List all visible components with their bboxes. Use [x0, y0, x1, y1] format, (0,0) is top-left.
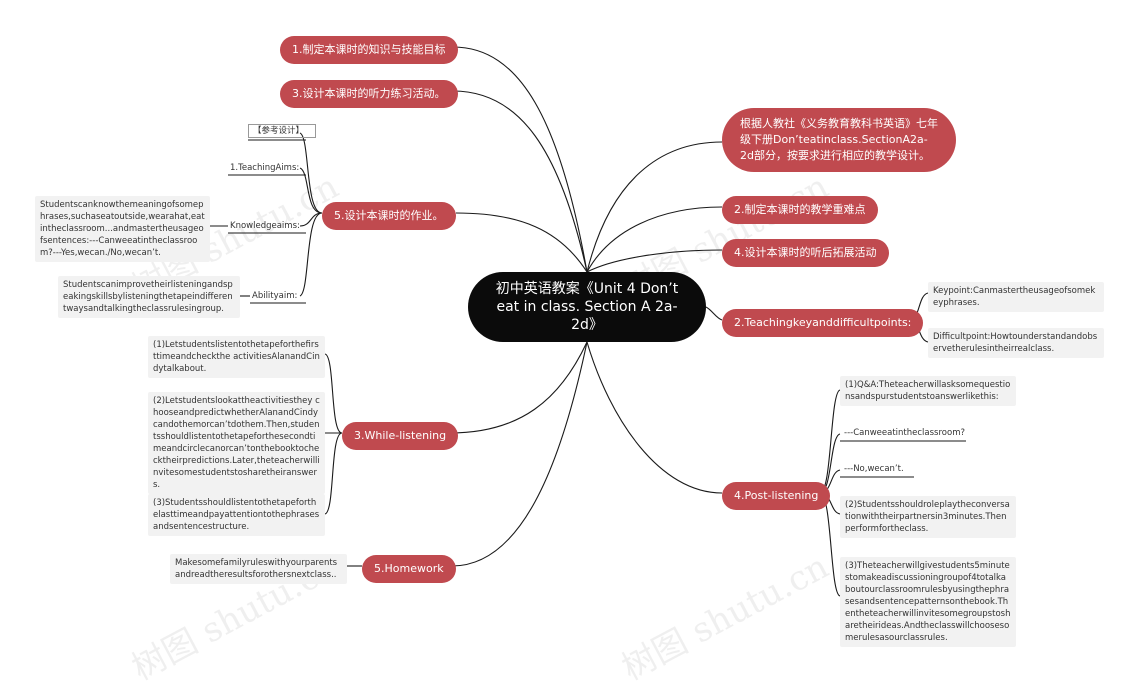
link: [299, 167, 323, 214]
link: [586, 249, 723, 273]
post-listening-item-3: ---No,wecan’t.: [844, 464, 904, 474]
link: [586, 206, 723, 273]
link: [819, 492, 841, 597]
knowledge-aims-text: Studentscanknowthemeaningofsomephrases,s…: [35, 196, 210, 262]
link: [451, 341, 588, 567]
link: [299, 132, 323, 214]
reference-design-label: 【参考设计】: [248, 124, 316, 138]
while-listening-item-3: (3)Studentsshouldlistentothetapeforthela…: [148, 494, 325, 536]
branch-key-difficulties[interactable]: 2.制定本课时的教学重难点: [722, 196, 878, 224]
link: [452, 90, 588, 273]
branch-goal-1[interactable]: 1.制定本课时的知识与技能目标: [280, 36, 458, 64]
link: [586, 141, 723, 273]
branch-homework[interactable]: 5.Homework: [362, 555, 456, 583]
homework-text: Makesomefamilyruleswithyourparentsandrea…: [170, 554, 347, 584]
while-listening-item-1: (1)Letstudentslistentothetapeforthefirst…: [148, 336, 325, 378]
connector-lines: [210, 46, 966, 597]
post-listening-item-5: (3)Theteacherwillgivestudents5minutestom…: [840, 557, 1016, 647]
central-topic[interactable]: 初中英语教案《Unit 4 Don’t eat in class. Sectio…: [468, 272, 706, 342]
key-point-text: Keypoint:Canmastertheusageofsomekeyphras…: [928, 282, 1104, 312]
link: [449, 341, 588, 434]
link: [705, 306, 723, 321]
knowledge-aims-label: Knowledgeaims:: [230, 221, 300, 231]
post-listening-item-4: (2)Studentsshouldroleplaytheconversation…: [840, 496, 1016, 538]
link: [324, 353, 343, 434]
link: [299, 212, 323, 297]
branch-extension[interactable]: 4.设计本课时的听后拓展活动: [722, 239, 889, 267]
link: [452, 46, 588, 273]
branch-while-listening[interactable]: 3.While-listening: [342, 422, 459, 450]
link: [324, 432, 343, 515]
link: [819, 389, 841, 494]
ability-aim-text: Studentscanimprovetheirlisteningandspeak…: [58, 276, 240, 318]
branch-goal-3[interactable]: 3.设计本课时的听力练习活动。: [280, 80, 458, 108]
link: [586, 341, 723, 494]
link: [455, 212, 588, 273]
post-listening-item-1: (1)Q&A:Theteacherwillasksomequestionsand…: [840, 376, 1016, 406]
difficult-point-text: Difficultpoint:Howtounderstandandobserve…: [928, 328, 1104, 358]
teaching-aims-label: 1.TeachingAims:: [230, 163, 300, 173]
post-listening-item-2: ---Canweeatintheclassroom?: [844, 428, 965, 438]
while-listening-item-2: (2)Letstudentslookattheactivitiesthey ch…: [148, 392, 325, 494]
branch-homework-design[interactable]: 5.设计本课时的作业。: [322, 202, 456, 230]
intro-node[interactable]: 根据人教社《义务教育教科书英语》七年级下册Don’teatinclass.Sec…: [722, 108, 956, 172]
branch-post-listening[interactable]: 4.Post-listening: [722, 482, 831, 510]
ability-aim-label: Abilityaim:: [252, 291, 298, 301]
branch-teaching-key-points[interactable]: 2.Teachingkeyanddifficultpoints:: [722, 309, 924, 337]
